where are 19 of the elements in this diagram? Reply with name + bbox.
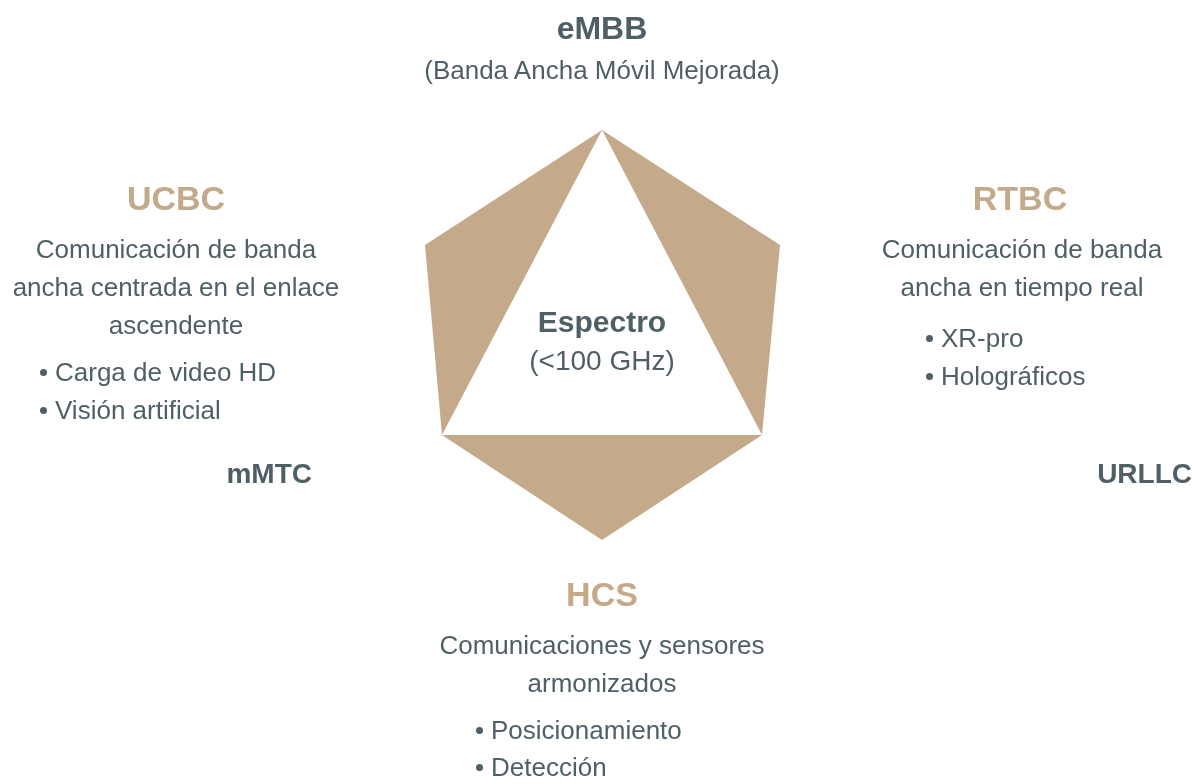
bullet-item: Visión artificial (55, 394, 221, 426)
description-text: Comunicación de banda ancha en tiempo real (881, 234, 1163, 302)
category-heading: HCS (566, 575, 638, 613)
bullet-item: Holográficos (941, 360, 1086, 392)
center-subtext: (<100 GHz) (529, 344, 675, 378)
subtitle-text: (Banda Ancha Móvil Mejorada) (424, 55, 780, 85)
category-tag: mMTC (226, 458, 312, 489)
title-text: eMBB (556, 10, 648, 46)
category-heading: UCBC (126, 179, 226, 217)
bullet-item: XR-pro (941, 322, 1024, 354)
category-tag: URLLC (1097, 458, 1192, 489)
category-heading: RTBC (972, 179, 1068, 217)
center-heading: Espectro (537, 304, 667, 340)
triangle-node (442, 130, 762, 435)
description-text: Comunicación de banda ancha centrada en el enlace ascendente (12, 234, 340, 340)
bullet-item: Detección (491, 751, 607, 783)
bullet-item: Carga de video HD (55, 356, 277, 388)
bullet-item: Posicionamiento (491, 714, 682, 746)
description-text: Comunicaciones y sensores armonizados (439, 630, 765, 698)
